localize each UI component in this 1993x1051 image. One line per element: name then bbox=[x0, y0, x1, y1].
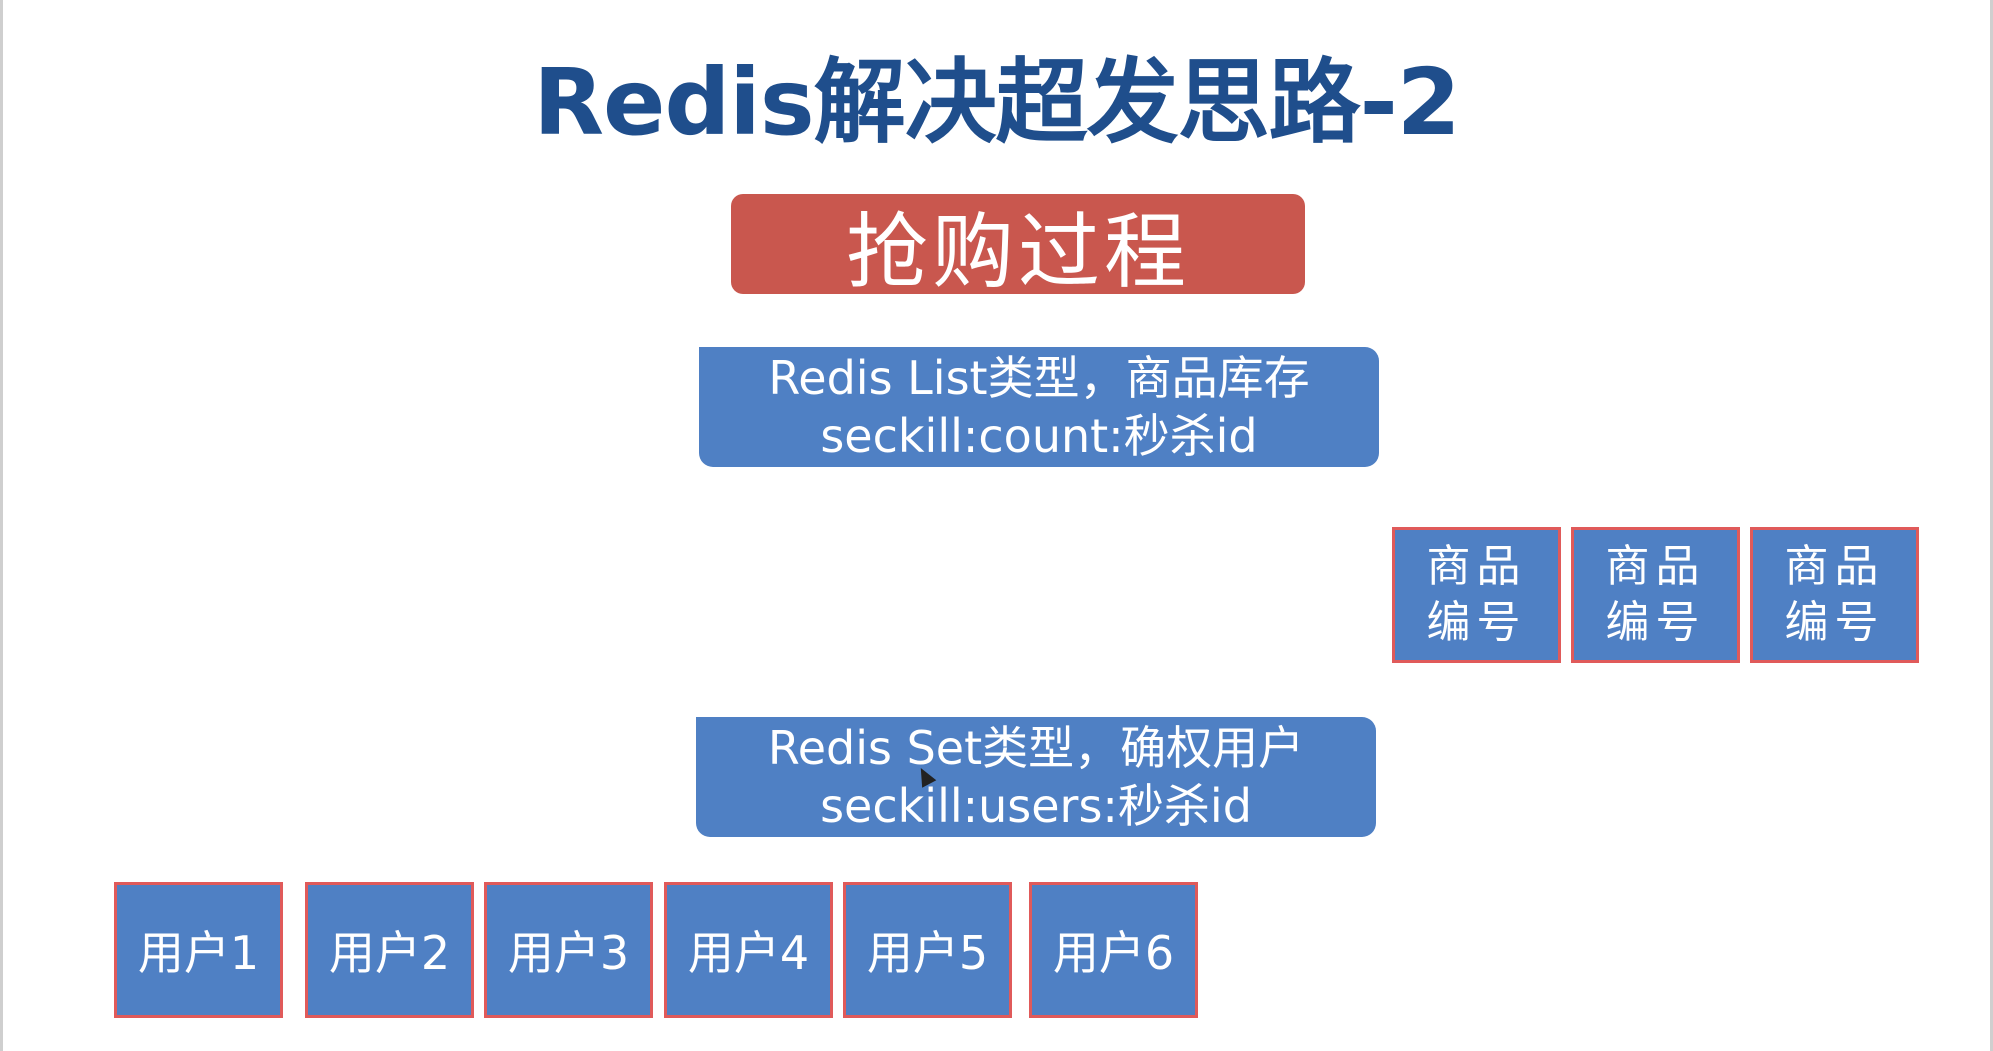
goods-cell-line2: 编号 bbox=[1426, 597, 1527, 648]
goods-id-cell: 商品 编号 bbox=[1571, 527, 1740, 663]
goods-cell-line1: 商品 bbox=[1426, 541, 1527, 592]
goods-cell-line1: 商品 bbox=[1605, 541, 1706, 592]
redis-set-box-line1: Redis Set类型，确权用户 bbox=[767, 721, 1305, 775]
goods-cell-line2: 编号 bbox=[1605, 597, 1706, 648]
goods-cell-line2: 编号 bbox=[1784, 597, 1885, 648]
redis-set-box-line2: seckill:users:秒杀id bbox=[820, 779, 1252, 833]
goods-cell-line1: 商品 bbox=[1784, 541, 1885, 592]
user-cell: 用户3 bbox=[484, 882, 653, 1018]
redis-list-box-line2: seckill:count:秒杀id bbox=[820, 409, 1258, 463]
user-cell: 用户2 bbox=[305, 882, 474, 1018]
user-cell: 用户1 bbox=[114, 882, 283, 1018]
redis-set-box: Redis Set类型，确权用户 seckill:users:秒杀id bbox=[696, 717, 1376, 837]
user-cell: 用户4 bbox=[664, 882, 833, 1018]
redis-list-box-line1: Redis List类型，商品库存 bbox=[768, 351, 1310, 405]
process-banner: 抢购过程 bbox=[731, 194, 1305, 300]
slide-title: Redis解决超发思路-2 bbox=[533, 49, 1461, 156]
goods-id-cell: 商品 编号 bbox=[1750, 527, 1919, 663]
redis-list-box: Redis List类型，商品库存 seckill:count:秒杀id bbox=[699, 347, 1379, 467]
goods-id-cell: 商品 编号 bbox=[1392, 527, 1561, 663]
right-border bbox=[1990, 0, 1993, 1051]
left-border bbox=[0, 0, 3, 1051]
user-cell: 用户6 bbox=[1029, 882, 1198, 1018]
user-cell: 用户5 bbox=[843, 882, 1012, 1018]
